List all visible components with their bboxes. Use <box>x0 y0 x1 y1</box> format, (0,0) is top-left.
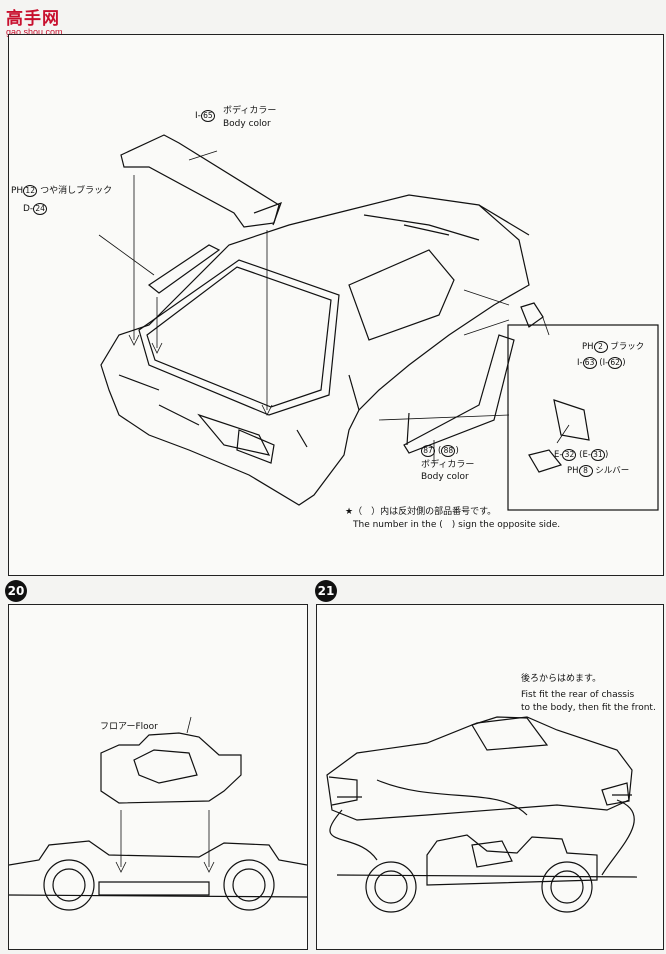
skirt-part-label: 87 (88) <box>421 445 459 457</box>
opposite-side-note-en: The number in the ( ) sign the opposite … <box>353 520 561 530</box>
watermark-logo: 高手网 <box>6 9 60 28</box>
floor-label: フロアーFloor <box>100 722 158 732</box>
step-21-badge: 21 <box>315 580 337 602</box>
step-21-instruction-jp: 後ろからはめます。 <box>521 674 602 684</box>
opposite-side-note-jp: ★（ ）内は反対側の部品番号です。 <box>345 507 497 517</box>
floor-assembly-diagram <box>9 716 307 911</box>
wiper-part-label: D-24 <box>23 203 48 215</box>
watermark: 高手网 gao.shou.com <box>6 4 63 37</box>
mirror-part-label: I-63 (I-62) <box>577 357 626 369</box>
car-body-assembly-diagram <box>98 134 659 511</box>
step-21-panel: 後ろからはめます。 Fist fit the rear of chassis t… <box>316 604 664 950</box>
watermark-url: gao.shou.com <box>6 27 63 37</box>
wing-color-jp: ボディカラー <box>223 106 277 116</box>
skirt-color-en: Body color <box>421 472 469 482</box>
wing-part-label: I-65 <box>195 110 215 122</box>
skirt-color-jp: ボディカラー <box>421 460 475 470</box>
step-20-badge: 20 <box>5 580 27 602</box>
step-21-instruction-en-line2: to the body, then fit the front. <box>521 703 656 713</box>
step-20-panel: フロアーFloor <box>8 604 308 950</box>
wing-color-en: Body color <box>223 119 271 129</box>
mirror-glass-label: E-32 (E-31) <box>554 449 609 461</box>
chassis-fitting-diagram <box>326 716 638 913</box>
step-21-instruction-en-line1: Fist fit the rear of chassis <box>521 690 635 700</box>
